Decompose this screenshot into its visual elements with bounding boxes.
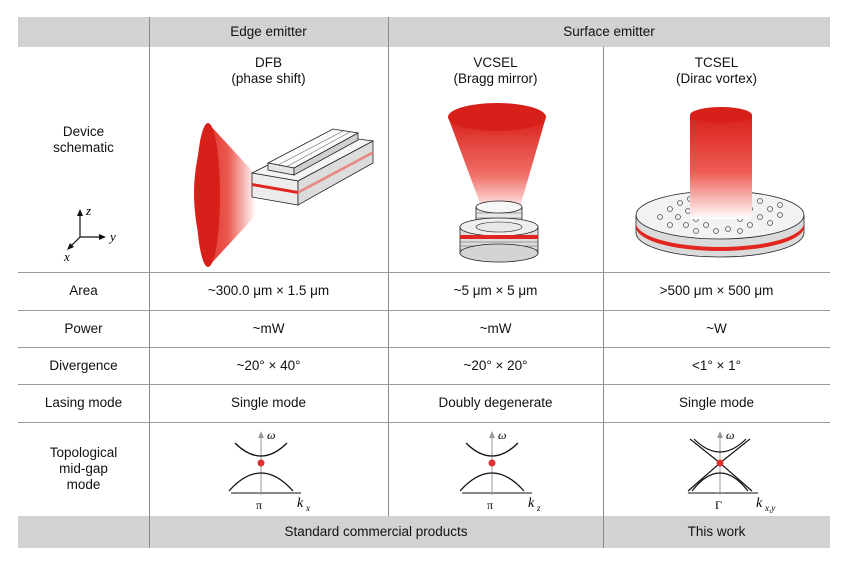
row-label-device-schematic: Device schematic — [53, 124, 114, 155]
device-vcsel-title: VCSEL (Bragg mirror) — [453, 55, 538, 86]
k-point-label: π — [256, 498, 262, 512]
footer-blank-cell — [18, 516, 149, 548]
axis-y-label: y — [108, 229, 116, 244]
grid-line — [149, 17, 150, 548]
k-subscript: z — [536, 503, 541, 513]
grid-line — [18, 272, 830, 273]
axis-x-label: x — [63, 249, 70, 263]
area-vcsel: ~5 μm × 5 μm — [453, 283, 538, 298]
grid-line — [18, 310, 830, 311]
k-label: k — [528, 496, 535, 511]
k-label: k — [297, 496, 304, 511]
grid-line — [388, 17, 389, 516]
k-point-label: π — [487, 498, 493, 512]
footer-this-work: This work — [603, 516, 830, 548]
row-label-power: Power — [64, 320, 103, 336]
row-label-topological-mode: Topological mid-gap mode — [49, 445, 118, 492]
lasing-mode-tcsel: Single mode — [678, 395, 755, 410]
lasing-mode-dfb: Single mode — [230, 395, 307, 410]
omega-label: ω — [498, 428, 506, 442]
k-label: k — [756, 496, 763, 511]
area-dfb: ~300.0 μm × 1.5 μm — [207, 283, 330, 298]
band-diagram-dfb: ω π k x — [228, 428, 310, 513]
footer-standard-products: Standard commercial products — [149, 516, 603, 548]
omega-label: ω — [267, 428, 275, 442]
area-tcsel: >500 μm × 500 μm — [659, 283, 774, 298]
band-diagram-vcsel: ω π k z — [459, 428, 541, 513]
vcsel-schematic — [448, 103, 546, 263]
lasing-mode-vcsel: Doubly degenerate — [438, 395, 553, 410]
row-label-divergence: Divergence — [49, 357, 118, 373]
divergence-vcsel: ~20° × 20° — [463, 357, 528, 373]
omega-label: ω — [726, 428, 734, 442]
device-dfb-title: DFB (phase shift) — [231, 55, 306, 86]
power-vcsel: ~mW — [479, 320, 512, 336]
header-surface-emitter: Surface emitter — [388, 17, 830, 47]
coordinate-axes-icon: z y x — [63, 203, 116, 263]
tcsel-schematic — [635, 107, 805, 258]
power-tcsel: ~W — [706, 320, 727, 336]
k-subscript: x — [305, 503, 310, 513]
band-diagram-tcsel: ω Γ k x,y — [687, 428, 775, 513]
axis-z-label: z — [85, 203, 91, 218]
k-subscript: x,y — [764, 503, 775, 513]
dfb-schematic — [194, 123, 375, 267]
grid-line — [603, 47, 604, 548]
header-blank-cell — [18, 17, 149, 47]
device-tcsel-title: TCSEL (Dirac vortex) — [675, 55, 757, 86]
grid-line — [18, 347, 830, 348]
row-label-area: Area — [69, 283, 98, 298]
power-dfb: ~mW — [252, 320, 285, 336]
comparison-table: Edge emitter Surface emitter Standard co… — [18, 17, 830, 548]
divergence-tcsel: <1° × 1° — [691, 357, 742, 373]
row-label-lasing-mode: Lasing mode — [44, 395, 123, 410]
k-point-label: Γ — [715, 498, 722, 512]
grid-line — [18, 384, 830, 385]
header-edge-emitter: Edge emitter — [149, 17, 388, 47]
divergence-dfb: ~20° × 40° — [236, 357, 301, 373]
grid-line — [18, 422, 830, 423]
